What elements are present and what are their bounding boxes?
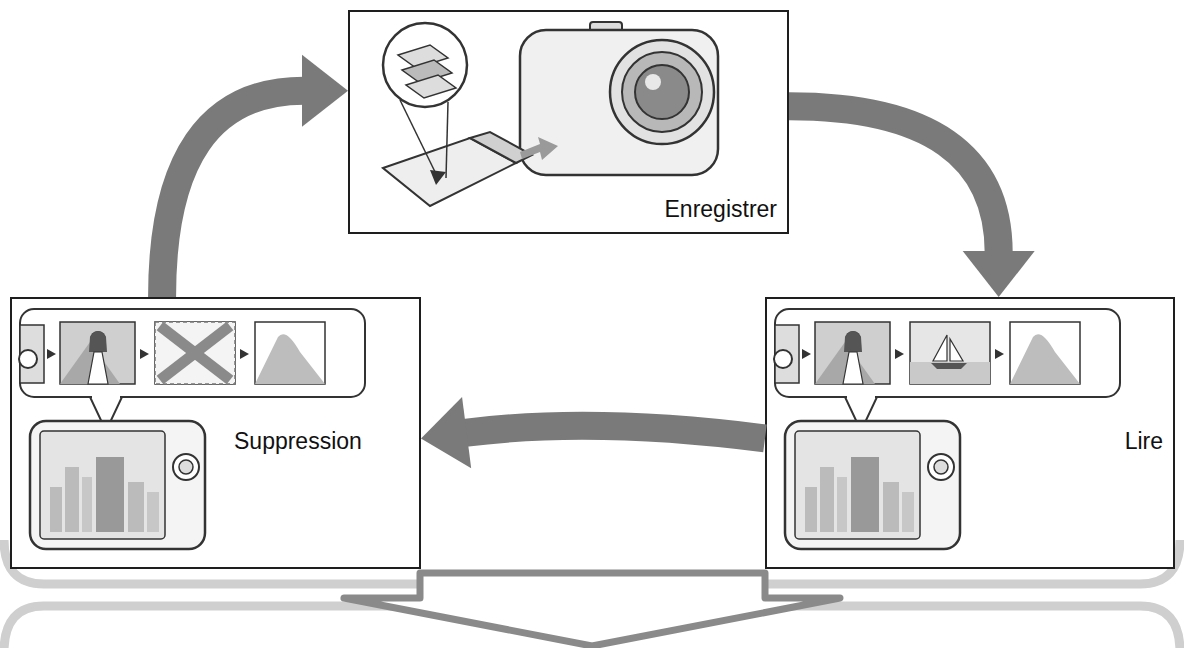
step-box: Enregistrer [348,10,789,234]
step-label: Lire [1125,429,1163,454]
cycle-arrow [789,106,1035,297]
step-box: Lire [765,297,1175,569]
cycle-arrow [162,55,348,297]
down-arrow-outline [344,573,840,646]
arrow-shaft [162,91,304,297]
arrow-shaft [789,106,999,253]
step-label: Suppression [234,429,362,454]
arrow-shaft [465,426,765,439]
step-box: Suppression [10,297,421,569]
arrow-head [421,397,471,468]
step-label: Enregistrer [665,197,777,222]
arrow-head [963,251,1035,297]
cycle-arrow [421,397,765,468]
arrow-head [302,55,348,127]
